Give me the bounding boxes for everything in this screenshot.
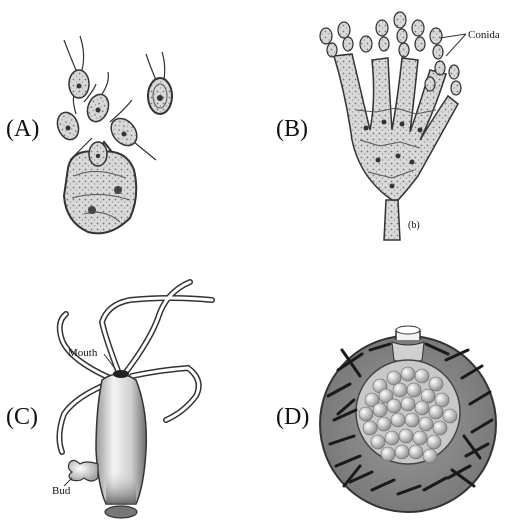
stalk-label: (b) [408,220,420,231]
zoospore [64,36,89,98]
bud-label: Bud [52,485,71,497]
hydra-bud [68,460,98,481]
zoospore [54,109,82,142]
panel-a-zoospores [54,36,172,233]
conidia-label: Conida [468,29,500,41]
panel-b-conidiophore: Conida (b) [320,12,500,240]
zoospore [89,142,107,166]
panel-c-hydra: Mouth Bud [52,282,212,518]
mouth-label: Mouth [68,347,98,359]
panel-d-gemmule [320,326,496,512]
zoospore-free [146,52,172,114]
